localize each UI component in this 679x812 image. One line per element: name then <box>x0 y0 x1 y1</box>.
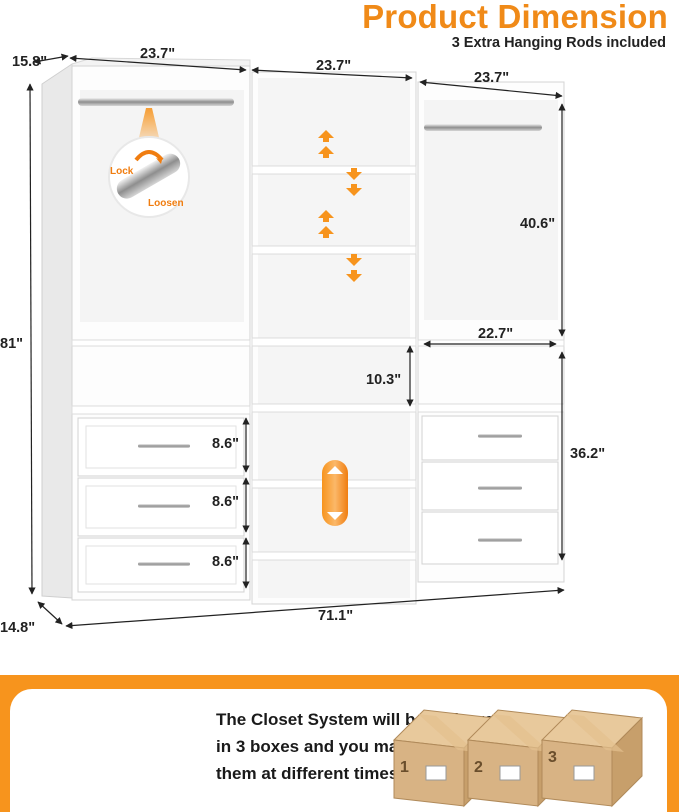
lock-label: Lock <box>110 166 134 177</box>
loosen-label: Loosen <box>148 198 184 209</box>
dim-width-total: 71.1" <box>318 608 353 624</box>
dim-hanging-height: 40.6" <box>520 216 555 232</box>
box-3-number: 3 <box>548 749 557 766</box>
hanging-rod-right <box>424 124 542 131</box>
dim-depth-top: 15.8" <box>12 54 47 70</box>
dim-width-right: 23.7" <box>474 70 509 86</box>
page-title: Product Dimension <box>362 0 668 35</box>
delivery-note-line-2: in 3 boxes and you may receive <box>216 737 472 756</box>
shipping-boxes: 1 2 3 <box>392 709 644 808</box>
dim-drawer-1: 8.6" <box>212 436 239 452</box>
adjustable-shelf-arrows <box>318 130 362 526</box>
closet-diagram: Lock Loosen 15.8" 23.7" 23.7" 23.7" 81" … <box>0 46 605 636</box>
delivery-note: The Closet System will be delivered in 3… <box>216 706 505 787</box>
hanging-rod-left <box>78 98 234 106</box>
dim-depth-bottom: 14.8" <box>0 620 35 636</box>
dim-shelf-gap: 10.3" <box>366 372 401 388</box>
box-2-number: 2 <box>474 759 483 776</box>
dim-drawer-2: 8.6" <box>212 494 239 510</box>
dim-width-left: 23.7" <box>140 46 175 62</box>
rod-lock-callout: Lock Loosen <box>108 108 190 218</box>
page-subtitle: 3 Extra Hanging Rods included <box>451 35 666 51</box>
dim-height-total: 81" <box>0 336 23 352</box>
box-1-number: 1 <box>400 759 409 776</box>
left-side-panel <box>41 63 73 599</box>
dim-inner-width: 22.7" <box>478 326 513 342</box>
dim-width-middle: 23.7" <box>316 58 351 74</box>
delivery-note-line-3: them at different times. <box>216 764 404 783</box>
dim-drawer-3: 8.6" <box>212 554 239 570</box>
box-3: 3 <box>540 709 644 808</box>
delivery-note-line-1: The Closet System will be delivered <box>216 710 505 729</box>
dim-drawer-stack: 36.2" <box>570 446 605 462</box>
dimension-lines <box>26 53 566 630</box>
middle-unit <box>251 71 417 605</box>
right-unit <box>417 81 565 583</box>
